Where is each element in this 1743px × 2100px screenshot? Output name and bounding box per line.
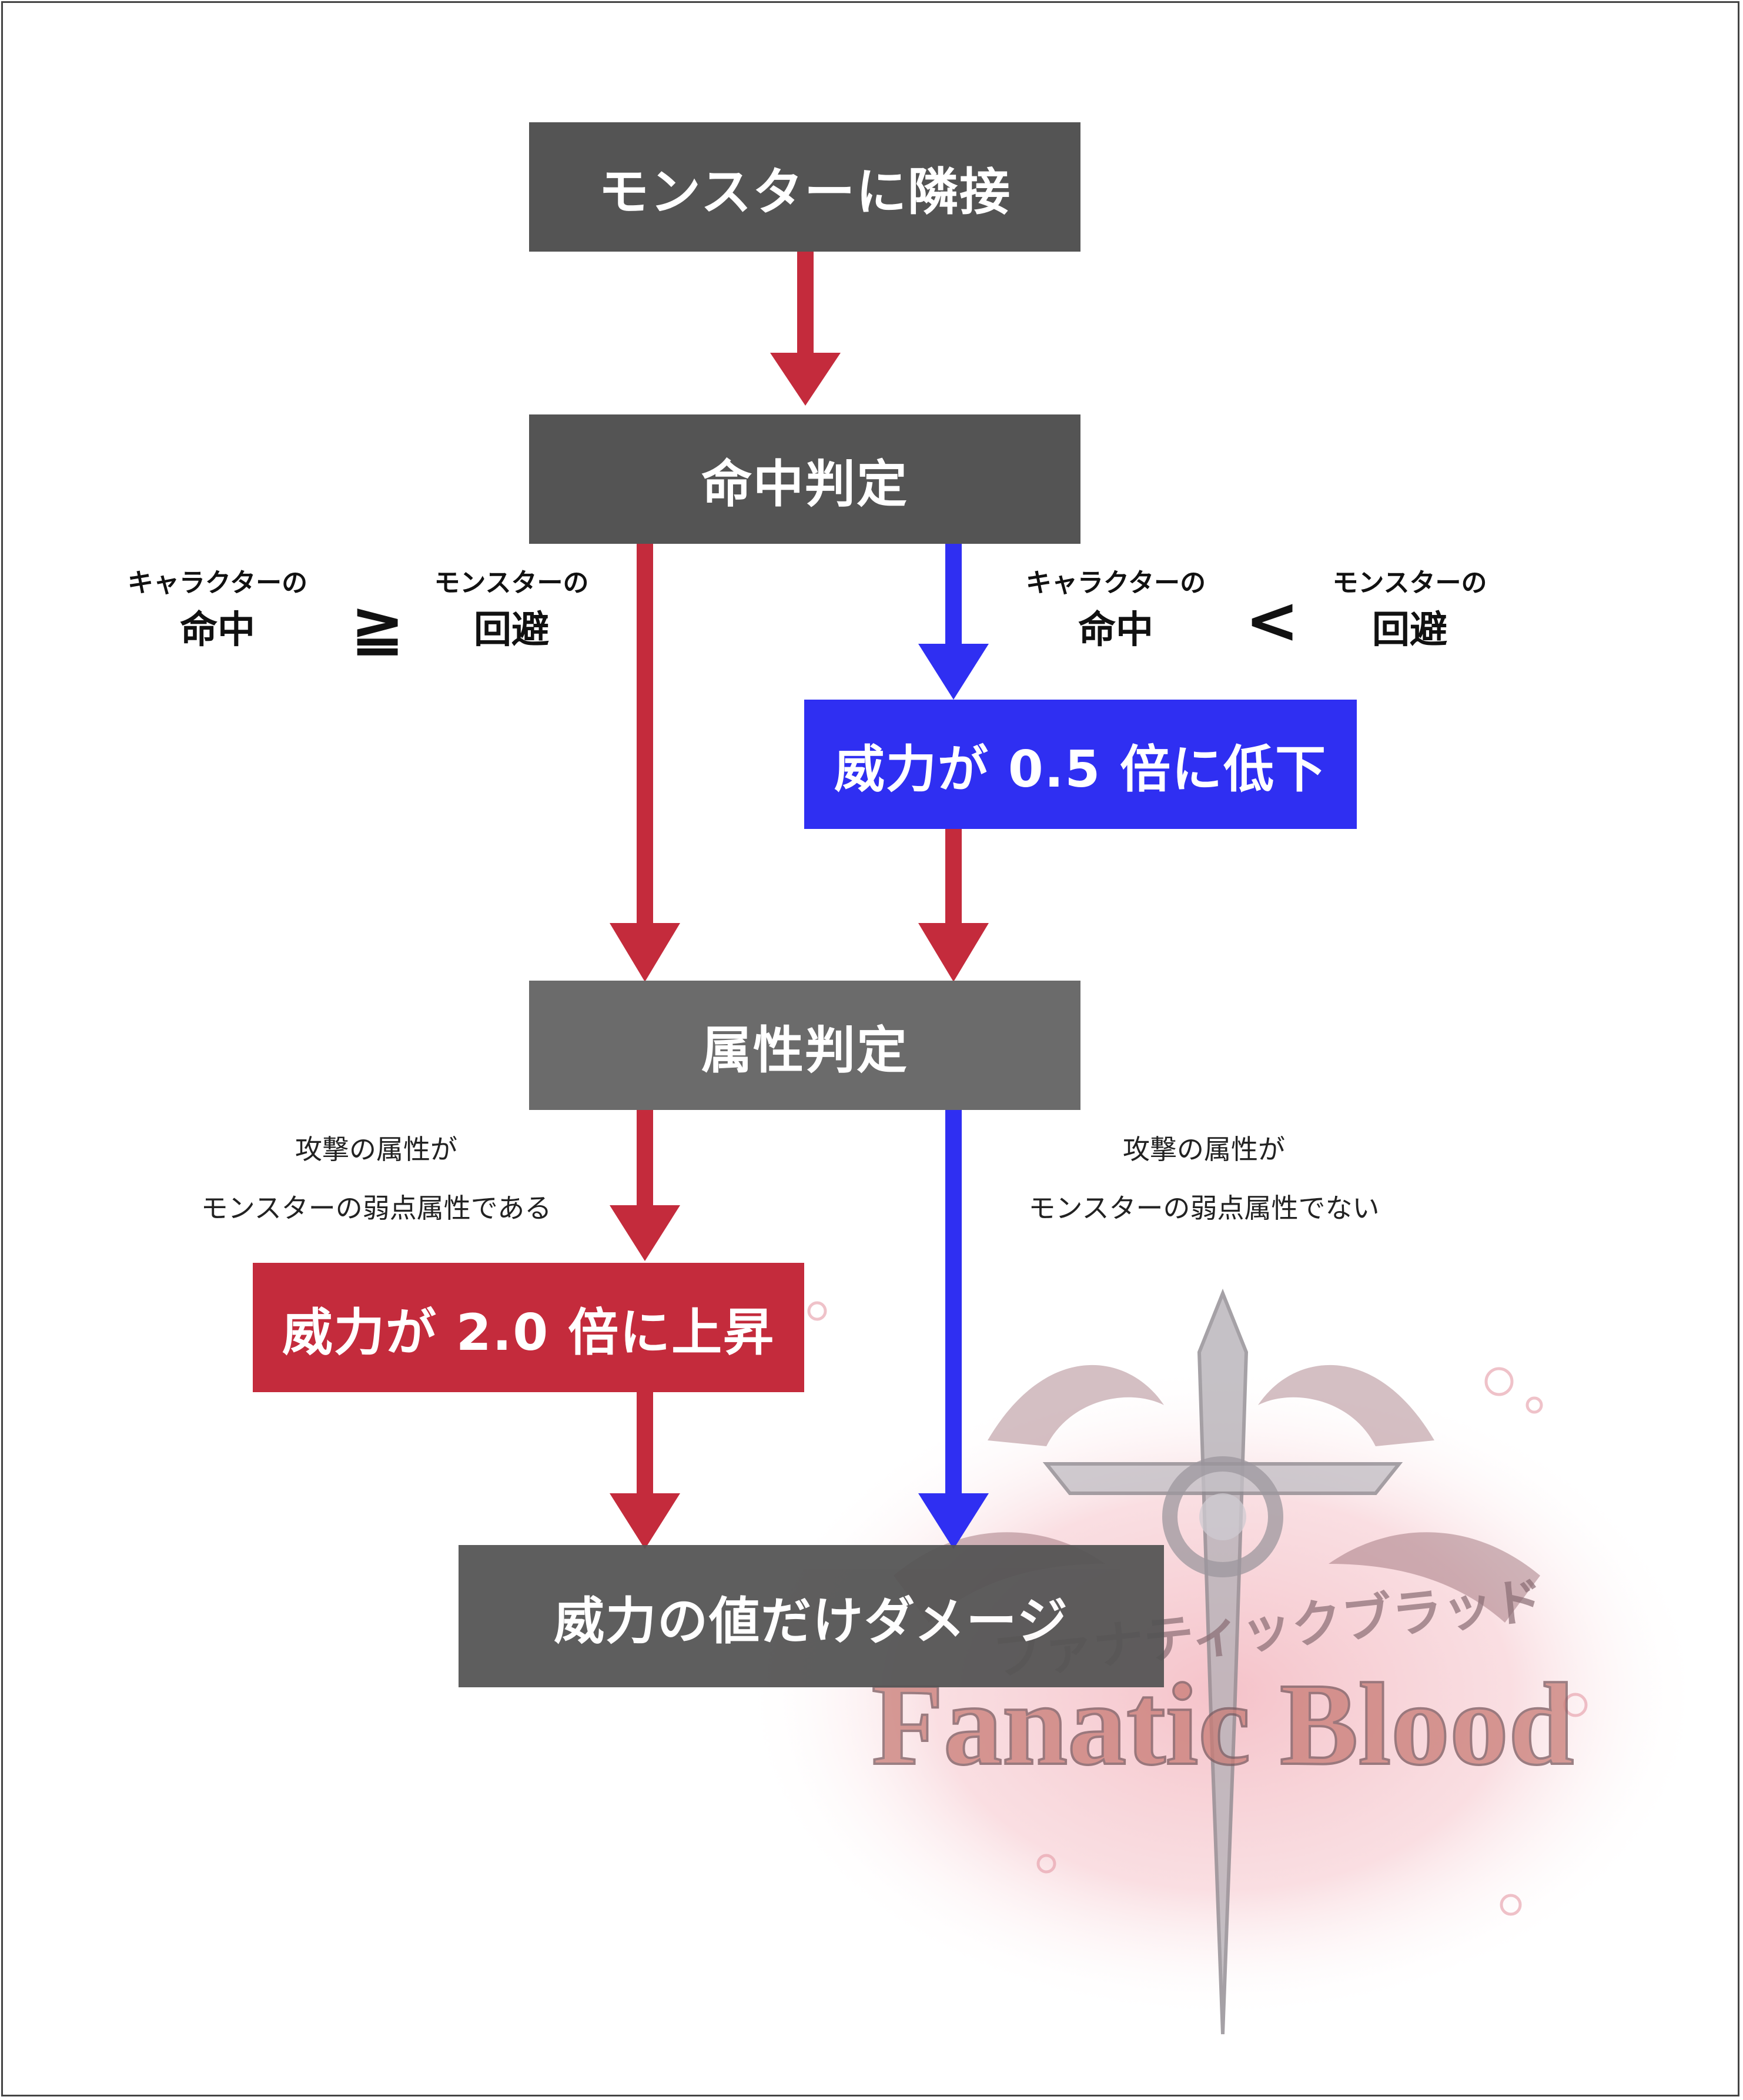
miss-right-small: モンスターの <box>1332 568 1487 598</box>
arrow-element-to-damage <box>918 1110 989 1549</box>
start-box: モンスターに隣接 <box>529 122 1080 252</box>
arrow-bonus-to-damage <box>610 1392 680 1549</box>
not-weak-note-line2: モンスターの弱点属性でない <box>1028 1192 1380 1224</box>
element-check-box: 属性判定 <box>529 981 1080 1110</box>
not-weak-note: 攻撃の属性が モンスターの弱点属性でない <box>969 1120 1439 1238</box>
damage-box: 威力の値だけダメージ <box>459 1545 1164 1687</box>
hit-left-small: キャラクターの <box>127 568 308 598</box>
miss-operator: < <box>1245 583 1300 658</box>
arrow-hit-to-element <box>610 544 680 982</box>
weak-note: 攻撃の属性が モンスターの弱点属性である <box>141 1120 611 1238</box>
not-weak-note-line1: 攻撃の属性が <box>1123 1133 1285 1165</box>
hit-left-big: 命中 <box>180 608 255 652</box>
arrow-hit-to-penalty <box>918 544 989 700</box>
hit-right-small: モンスターの <box>434 568 589 598</box>
arrow-element-to-bonus <box>610 1110 680 1261</box>
miss-left-small: キャラクターの <box>1025 568 1206 598</box>
weak-note-line1: 攻撃の属性が <box>295 1133 457 1165</box>
hit-right-big: 回避 <box>474 608 549 652</box>
weak-bonus-box: 威力が 2.0 倍に上昇 <box>253 1263 804 1392</box>
arrow-start-to-hit <box>770 252 841 406</box>
hit-condition-right: モンスターの 回避 <box>412 566 611 660</box>
hit-operator: ≧ <box>350 588 405 664</box>
arrow-penalty-to-element <box>918 829 989 982</box>
hit-check-box: 命中判定 <box>529 414 1080 544</box>
miss-penalty-box: 威力が 0.5 倍に低下 <box>804 700 1357 829</box>
hit-condition-left: キャラクターの 命中 <box>112 566 323 660</box>
weak-note-line2: モンスターの弱点属性である <box>200 1192 552 1224</box>
miss-left-big: 命中 <box>1078 608 1153 652</box>
miss-condition-left: キャラクターの 命中 <box>1010 566 1222 660</box>
miss-right-big: 回避 <box>1372 608 1447 652</box>
miss-condition-right: モンスターの 回避 <box>1310 566 1510 660</box>
